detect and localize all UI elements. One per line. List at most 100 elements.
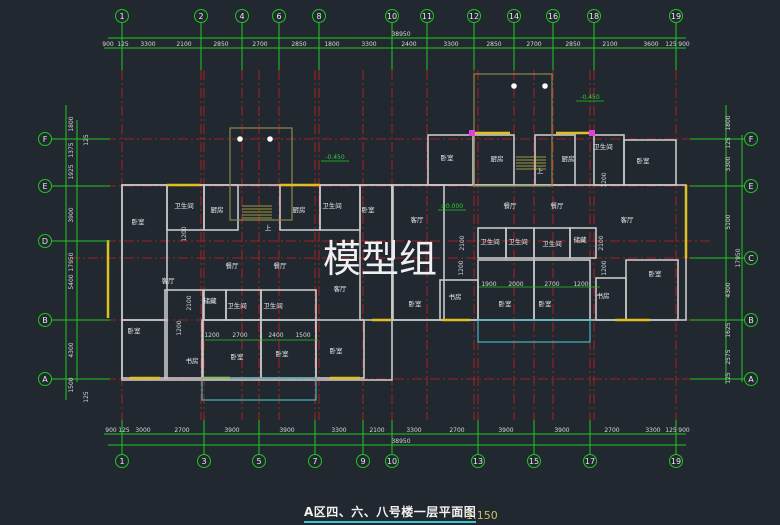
axis-right-label: E	[748, 182, 753, 191]
column-dot	[542, 83, 548, 89]
dim-top-segment: 900	[678, 41, 690, 48]
dim-bottom-segment: 3900	[279, 427, 294, 434]
elevation-mark: -0.450	[580, 94, 600, 101]
dim-interior: 1900	[481, 281, 496, 288]
dim-top-segment: 3300	[140, 41, 155, 48]
axis-top-label-circle	[312, 9, 326, 23]
dim-interior: 2400	[268, 332, 283, 339]
axis-top-label: 1	[119, 12, 124, 21]
dim-left-segment: 1500	[68, 377, 75, 392]
dim-bottom-segment: 3300	[406, 427, 421, 434]
dim-top-segment: 3600	[643, 41, 658, 48]
dim-right-segment: 1800	[725, 115, 732, 130]
axis-top-label: 16	[548, 12, 558, 21]
axis-bottom-label-circle	[583, 454, 597, 468]
dim-top-segment: 2850	[565, 41, 580, 48]
axis-left-label-circle	[38, 313, 52, 327]
axis-top-label-circle	[587, 9, 601, 23]
balcony	[477, 319, 591, 343]
axis-bottom-label-circle	[252, 454, 266, 468]
axis-top-label-circle	[669, 9, 683, 23]
axis-top-label-circle	[272, 9, 286, 23]
dim-left-segment: 1375	[68, 142, 75, 157]
axis-bottom-label: 19	[671, 457, 681, 466]
axis-bottom-label-circle	[471, 454, 485, 468]
axis-bottom-label: 5	[256, 457, 261, 466]
wall-outline	[533, 259, 591, 321]
dim-interior: 2700	[544, 281, 559, 288]
axis-left-label-circle	[38, 234, 52, 248]
dim-left-segment: 125	[83, 134, 90, 146]
dim-right-segment: 125	[725, 137, 732, 149]
axis-top-label: 11	[422, 12, 432, 21]
axis-bottom-label-circle	[356, 454, 370, 468]
dim-left-total: 17950	[68, 252, 75, 271]
room-label: 卧室	[330, 346, 344, 355]
dim-bottom-segment: 3900	[554, 427, 569, 434]
dim-left-segment: 3900	[68, 207, 75, 222]
axis-bottom-label: 1	[119, 457, 124, 466]
axis-top-label-circle	[385, 9, 399, 23]
wall-outline	[201, 319, 262, 379]
dim-interior: 1200	[204, 332, 219, 339]
room-label: 储藏	[204, 296, 218, 305]
room-label: 餐厅	[274, 261, 288, 270]
dim-interior: 1200	[176, 320, 183, 335]
axis-top-label: 19	[671, 12, 681, 21]
axis-left-label: F	[43, 135, 48, 144]
axis-bottom-label-circle	[308, 454, 322, 468]
column-dot	[267, 136, 273, 142]
dim-bottom-segment: 3900	[224, 427, 239, 434]
dim-top-segment: 2850	[486, 41, 501, 48]
dim-top-segment: 2100	[602, 41, 617, 48]
dim-top-segment: 2850	[213, 41, 228, 48]
dim-bottom-segment: 900	[105, 427, 117, 434]
dim-top-segment: 2400	[401, 41, 416, 48]
dim-bottom-segment: 3000	[135, 427, 150, 434]
dim-interior: 2000	[508, 281, 523, 288]
dim-top-segment: 2700	[252, 41, 267, 48]
axis-bottom-label-circle	[527, 454, 541, 468]
dim-right-segment: 4300	[725, 282, 732, 297]
room-label: 卫生间	[480, 237, 500, 246]
axis-top-label-circle	[546, 9, 560, 23]
room-label: 卫生间	[263, 301, 283, 310]
dim-top-segment: 125	[117, 41, 129, 48]
dim-bottom-total: 38950	[391, 438, 410, 445]
axis-left-label-circle	[38, 179, 52, 193]
room-label: 厨房	[211, 205, 224, 214]
column-marker	[469, 130, 475, 136]
room-label: 客厅	[334, 284, 348, 293]
dim-left-segment: 125	[83, 391, 90, 403]
axis-left-label: D	[42, 237, 48, 246]
dim-interior: 2100	[186, 295, 193, 310]
axis-bottom-label-circle	[385, 454, 399, 468]
axis-top-label-circle	[194, 9, 208, 23]
axis-right-label-circle	[744, 132, 758, 146]
axis-top-label: 10	[387, 12, 397, 21]
dim-top-segment: 2700	[526, 41, 541, 48]
dim-left-segment: 4300	[68, 342, 75, 357]
room-label: 厨房	[562, 154, 575, 163]
wall-outline	[477, 259, 535, 321]
wall-outline	[121, 184, 168, 321]
axis-bottom-label: 10	[387, 457, 397, 466]
axis-right-label: C	[748, 254, 754, 263]
column-dot	[511, 83, 517, 89]
axis-bottom-label: 3	[201, 457, 206, 466]
room-label: 餐厅	[551, 201, 565, 210]
dim-top-segment: 2100	[176, 41, 191, 48]
dim-bottom-segment: 2700	[174, 427, 189, 434]
dim-right-segment: 3300	[725, 156, 732, 171]
room-label: 书房	[597, 291, 610, 300]
dim-bottom-segment: 125	[118, 427, 130, 434]
dim-bottom-segment: 3900	[498, 427, 513, 434]
room-label: 储藏	[574, 235, 588, 244]
room-label: 卧室	[409, 299, 423, 308]
axis-bottom-label: 7	[312, 457, 317, 466]
room-label: 卫生间	[508, 237, 528, 246]
dim-bottom-segment: 900	[678, 427, 690, 434]
axis-right-label-circle	[744, 372, 758, 386]
